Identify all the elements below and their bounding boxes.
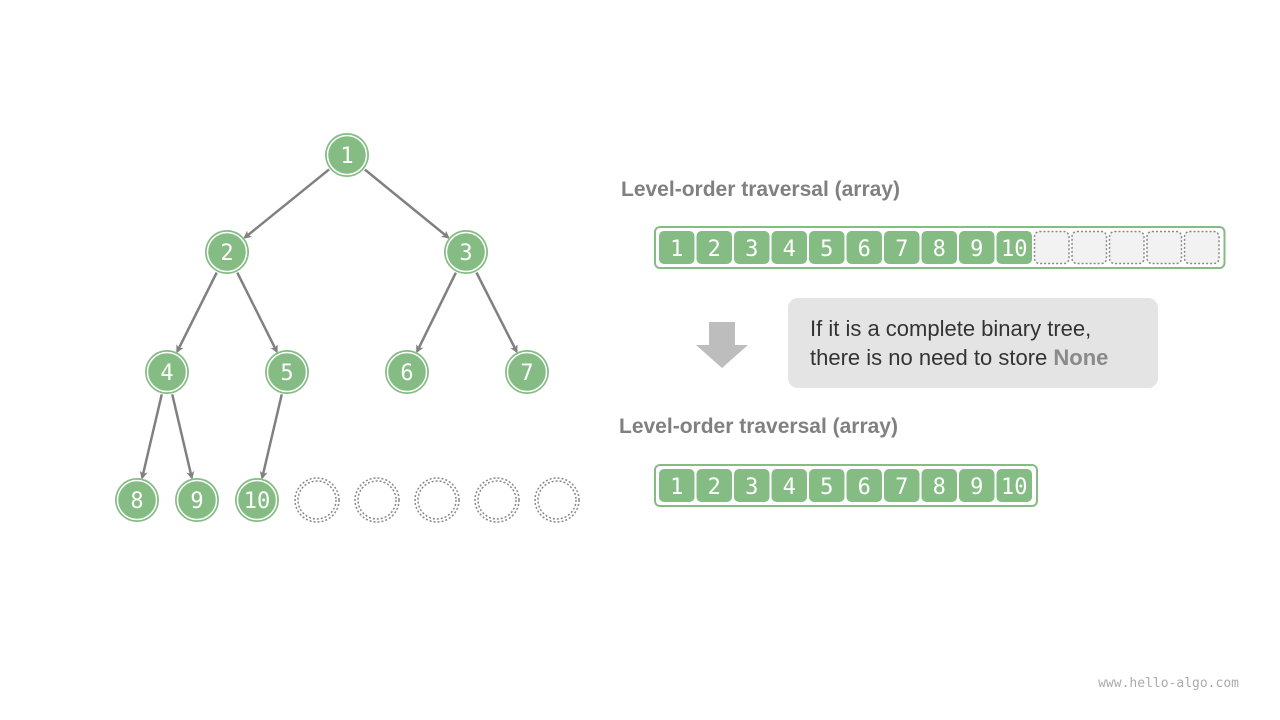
array-cell-label: 3: [745, 237, 758, 262]
tree-node-label: 5: [280, 361, 293, 386]
none-keyword: None: [1053, 345, 1109, 370]
tree-edges: [139, 168, 518, 480]
empty-node-slot: [534, 477, 580, 523]
down-arrow-icon: [696, 322, 748, 368]
tree-node: 10: [235, 478, 279, 522]
array-cell: 5: [809, 231, 845, 264]
array-cell-label: 1: [670, 475, 683, 500]
array-cell-label: 1: [670, 237, 683, 262]
callout-line2: there is no need to store None: [810, 343, 1136, 372]
array-cell-label: 3: [745, 475, 758, 500]
callout-line2-text: there is no need to store: [810, 345, 1054, 370]
empty-node-slot: [294, 477, 340, 523]
tree-node: 4: [145, 350, 189, 394]
array-cell: 2: [696, 231, 732, 264]
tree-node: 3: [444, 230, 488, 274]
array-cell: 6: [846, 231, 882, 264]
tree-node: 2: [205, 230, 249, 274]
tree-edge: [171, 394, 195, 480]
array-cell: 3: [734, 231, 770, 264]
tree-edge: [475, 271, 518, 354]
array-cell-label: 6: [858, 237, 871, 262]
array-cell: 9: [959, 469, 995, 502]
array-cell-label: 2: [708, 237, 721, 262]
array-cell-label: 8: [933, 475, 946, 500]
tree-node-label: 6: [400, 361, 413, 386]
tree-node: 1: [325, 133, 369, 177]
bottom-array-label: Level-order traversal (array): [619, 415, 898, 438]
array-cell-label: 10: [1001, 237, 1028, 262]
tree-edge: [176, 272, 218, 354]
array-cell-label: 9: [970, 237, 983, 262]
footer-watermark: www.hello-algo.com: [1098, 676, 1239, 691]
empty-array-cell: [1146, 230, 1183, 265]
tree-edge: [416, 272, 457, 354]
tree-node-label: 9: [190, 489, 203, 514]
array-cell: 4: [771, 469, 807, 502]
array-cell: 10: [996, 231, 1032, 264]
array-cell: 5: [809, 469, 845, 502]
tree-node-label: 3: [459, 241, 472, 266]
empty-array-cell: [1033, 230, 1070, 265]
tree-node-label: 10: [244, 489, 271, 514]
empty-array-cell: [1071, 230, 1108, 265]
tree-node-label: 7: [520, 361, 533, 386]
array-cell: 4: [771, 231, 807, 264]
tree-node-label: 4: [160, 361, 173, 386]
tree-node: 8: [115, 478, 159, 522]
array-cell: 10: [996, 469, 1032, 502]
empty-array-cell: [1108, 230, 1145, 265]
empty-node-slot: [354, 477, 400, 523]
tree-node: 9: [175, 478, 219, 522]
callout-line1: If it is a complete binary tree,: [810, 316, 1092, 341]
array-cell-label: 9: [970, 475, 983, 500]
array-cell: 1: [659, 231, 695, 264]
array-cell: 3: [734, 469, 770, 502]
array-cell: 1: [659, 469, 695, 502]
tree-node-label: 1: [340, 144, 353, 169]
array-cell-label: 10: [1001, 475, 1028, 500]
empty-node-slot: [414, 477, 460, 523]
array-cell: 6: [846, 469, 882, 502]
tree-node: 7: [505, 350, 549, 394]
tree-edge: [243, 168, 330, 239]
array-cell-label: 7: [895, 475, 908, 500]
empty-node-slot: [474, 477, 520, 523]
array-cell-label: 5: [820, 475, 833, 500]
array-cell: 9: [959, 231, 995, 264]
array-cell-label: 2: [708, 475, 721, 500]
tree-node: 5: [265, 350, 309, 394]
tree-nodes: 1 2 3 4 5 6 7 8 9 10: [115, 133, 580, 523]
callout-note: If it is a complete binary tree, there i…: [788, 298, 1158, 388]
tree-edge: [236, 272, 278, 354]
tree-node: 6: [385, 350, 429, 394]
array-cell-label: 5: [820, 237, 833, 262]
array-cell: 7: [884, 469, 920, 502]
array-cell: 8: [921, 469, 957, 502]
array-cell: 2: [696, 469, 732, 502]
tree-node-label: 2: [220, 241, 233, 266]
tree-edge: [364, 168, 450, 239]
empty-array-cell: [1183, 230, 1220, 265]
tree-edge: [139, 394, 163, 480]
array-cell-label: 8: [933, 237, 946, 262]
array-cell-label: 6: [858, 475, 871, 500]
tree-edge: [259, 394, 283, 480]
array-cell-label: 7: [895, 237, 908, 262]
array-cell-label: 4: [783, 237, 796, 262]
top-array-label: Level-order traversal (array): [621, 178, 900, 201]
array-cell-label: 4: [783, 475, 796, 500]
tree-node-label: 8: [130, 489, 143, 514]
array-cell: 8: [921, 231, 957, 264]
array-cell: 7: [884, 231, 920, 264]
